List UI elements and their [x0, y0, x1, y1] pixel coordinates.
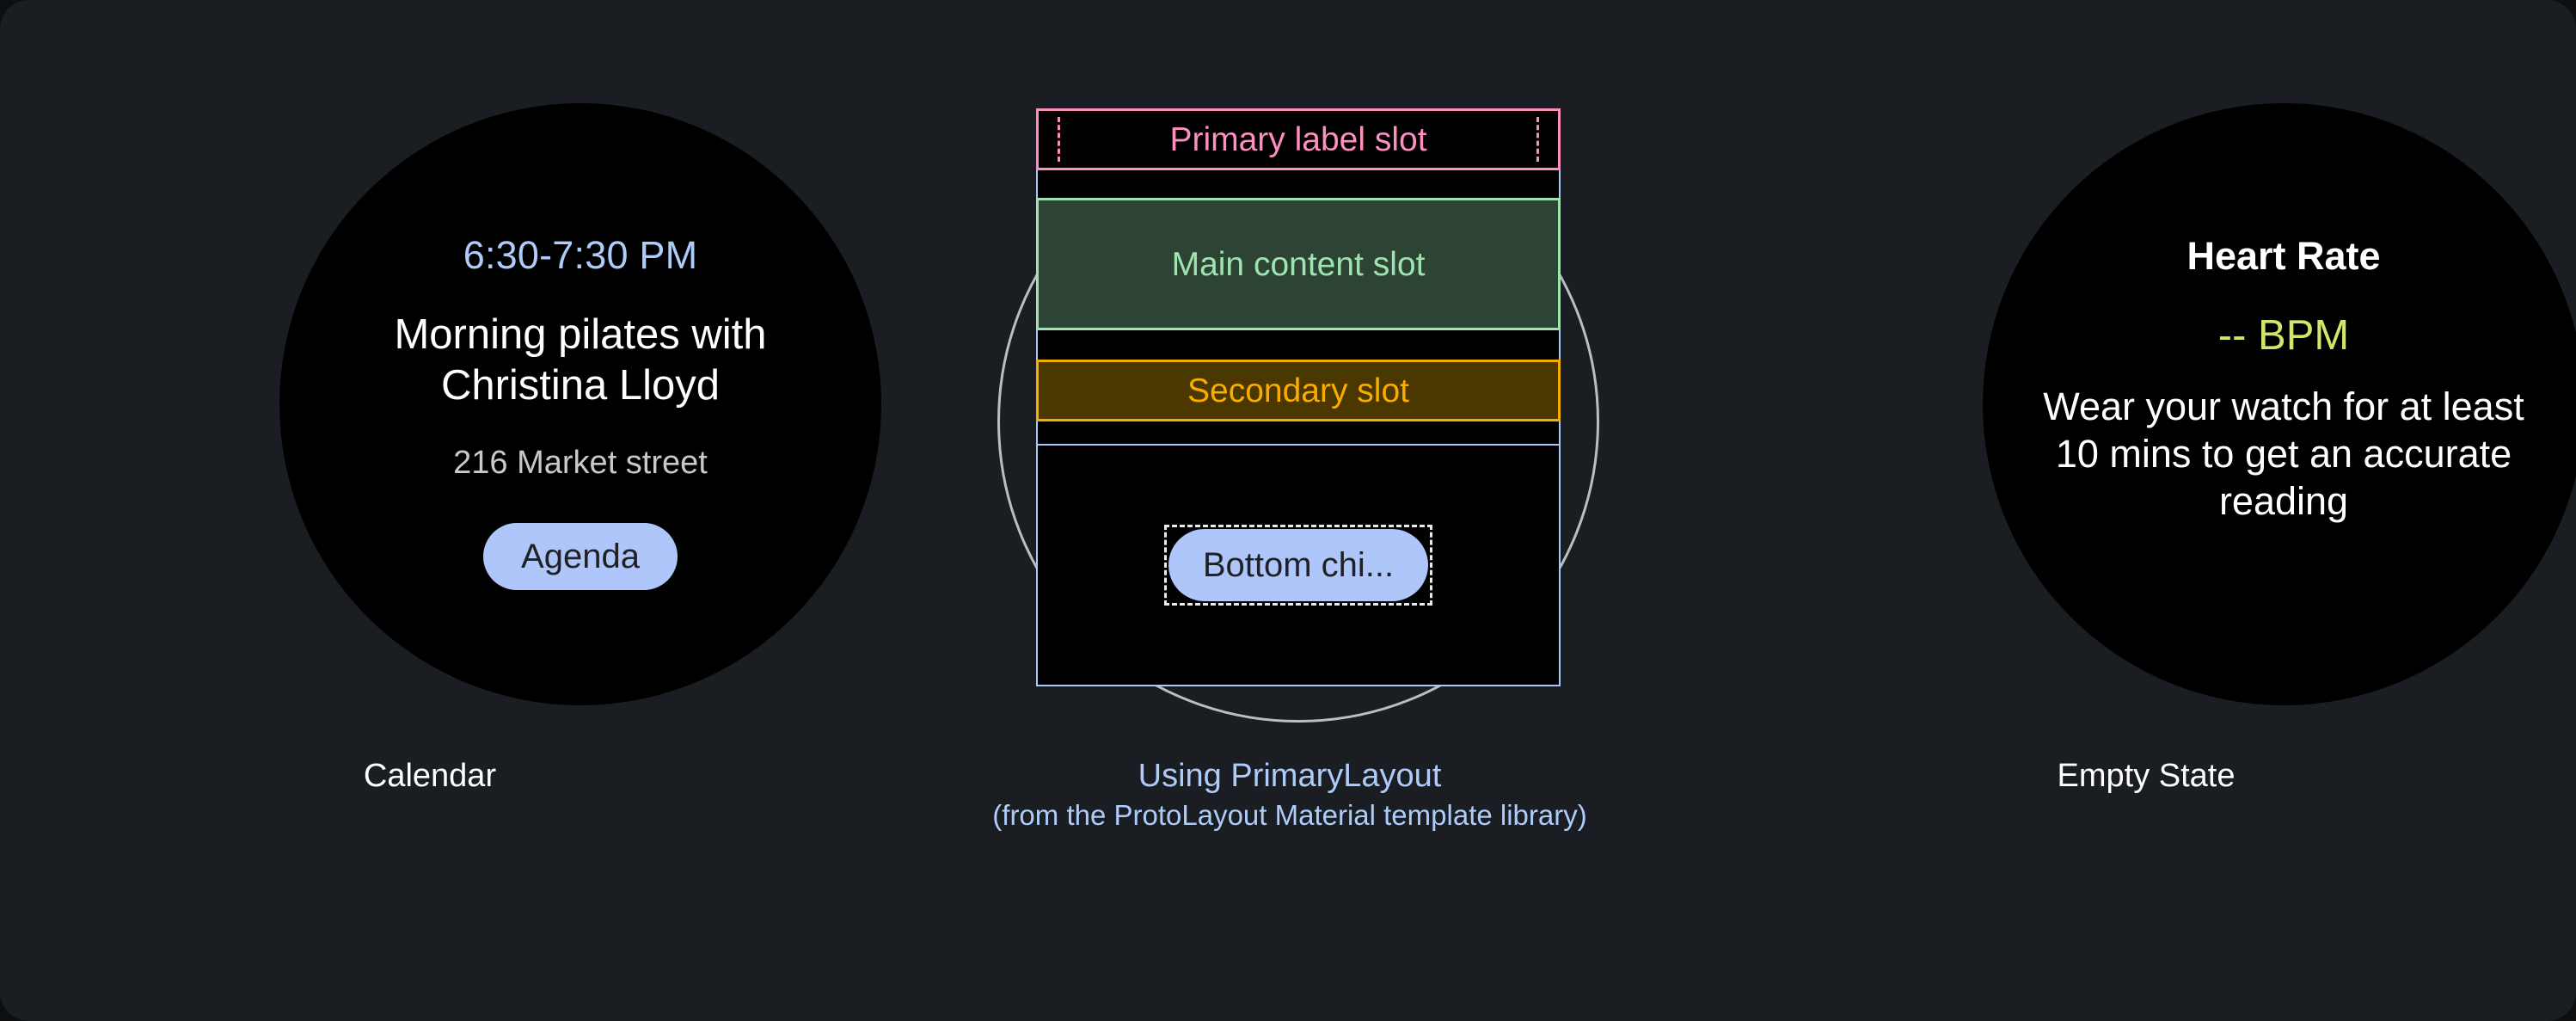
bottom-chip-button[interactable]: Bottom chi...	[1168, 529, 1429, 601]
caption-empty-state: Empty State	[2057, 758, 2236, 794]
caption-protolayout: Using PrimaryLayout (from the ProtoLayou…	[860, 755, 1720, 833]
agenda-chip-button[interactable]: Agenda	[483, 523, 678, 591]
slot-secondary[interactable]: Secondary slot	[1036, 360, 1561, 421]
slot-main-content-text: Main content slot	[1171, 245, 1426, 283]
primary-label-margin-right-guide	[1536, 117, 1539, 162]
heart-rate-title: Heart Rate	[2187, 234, 2381, 278]
primary-label-margin-left-guide	[1058, 117, 1060, 162]
panel-empty-state: Heart Rate -- BPM Wear your watch for at…	[1716, 0, 2576, 1021]
watch-face-empty-state[interactable]: Heart Rate -- BPM Wear your watch for at…	[1983, 103, 2576, 705]
heart-rate-description: Wear your watch for at least 10 mins to …	[2043, 384, 2524, 523]
slot-bottom-chip: Bottom chi...	[1038, 444, 1559, 686]
primarylayout-frame: Primary label slot Main content slot Sec…	[1036, 108, 1561, 686]
event-title: Morning pilates with Christina Lloyd	[394, 311, 767, 409]
caption-protolayout-sub: (from the ProtoLayout Material template …	[992, 798, 1587, 831]
panel-protolayout: Primary label slot Main content slot Sec…	[860, 0, 1720, 1021]
bottom-chip-outline-guide: Bottom chi...	[1163, 525, 1433, 606]
caption-calendar: Calendar	[363, 758, 497, 794]
slot-primary-label-text: Primary label slot	[1169, 120, 1427, 158]
slot-primary-label[interactable]: Primary label slot	[1036, 108, 1561, 170]
bottom-slot-divider	[1036, 444, 1561, 446]
watch-face-calendar[interactable]: 6:30-7:30 PM Morning pilates with Christ…	[279, 103, 881, 705]
event-time-range: 6:30-7:30 PM	[463, 233, 698, 277]
slot-main-content[interactable]: Main content slot	[1036, 198, 1561, 330]
slot-secondary-text: Secondary slot	[1187, 372, 1409, 409]
caption-protolayout-main: Using PrimaryLayout	[1138, 758, 1442, 794]
panel-calendar: 6:30-7:30 PM Morning pilates with Christ…	[0, 0, 881, 1021]
heart-rate-value: -- BPM	[2217, 312, 2350, 359]
event-address: 216 Market street	[453, 445, 708, 482]
